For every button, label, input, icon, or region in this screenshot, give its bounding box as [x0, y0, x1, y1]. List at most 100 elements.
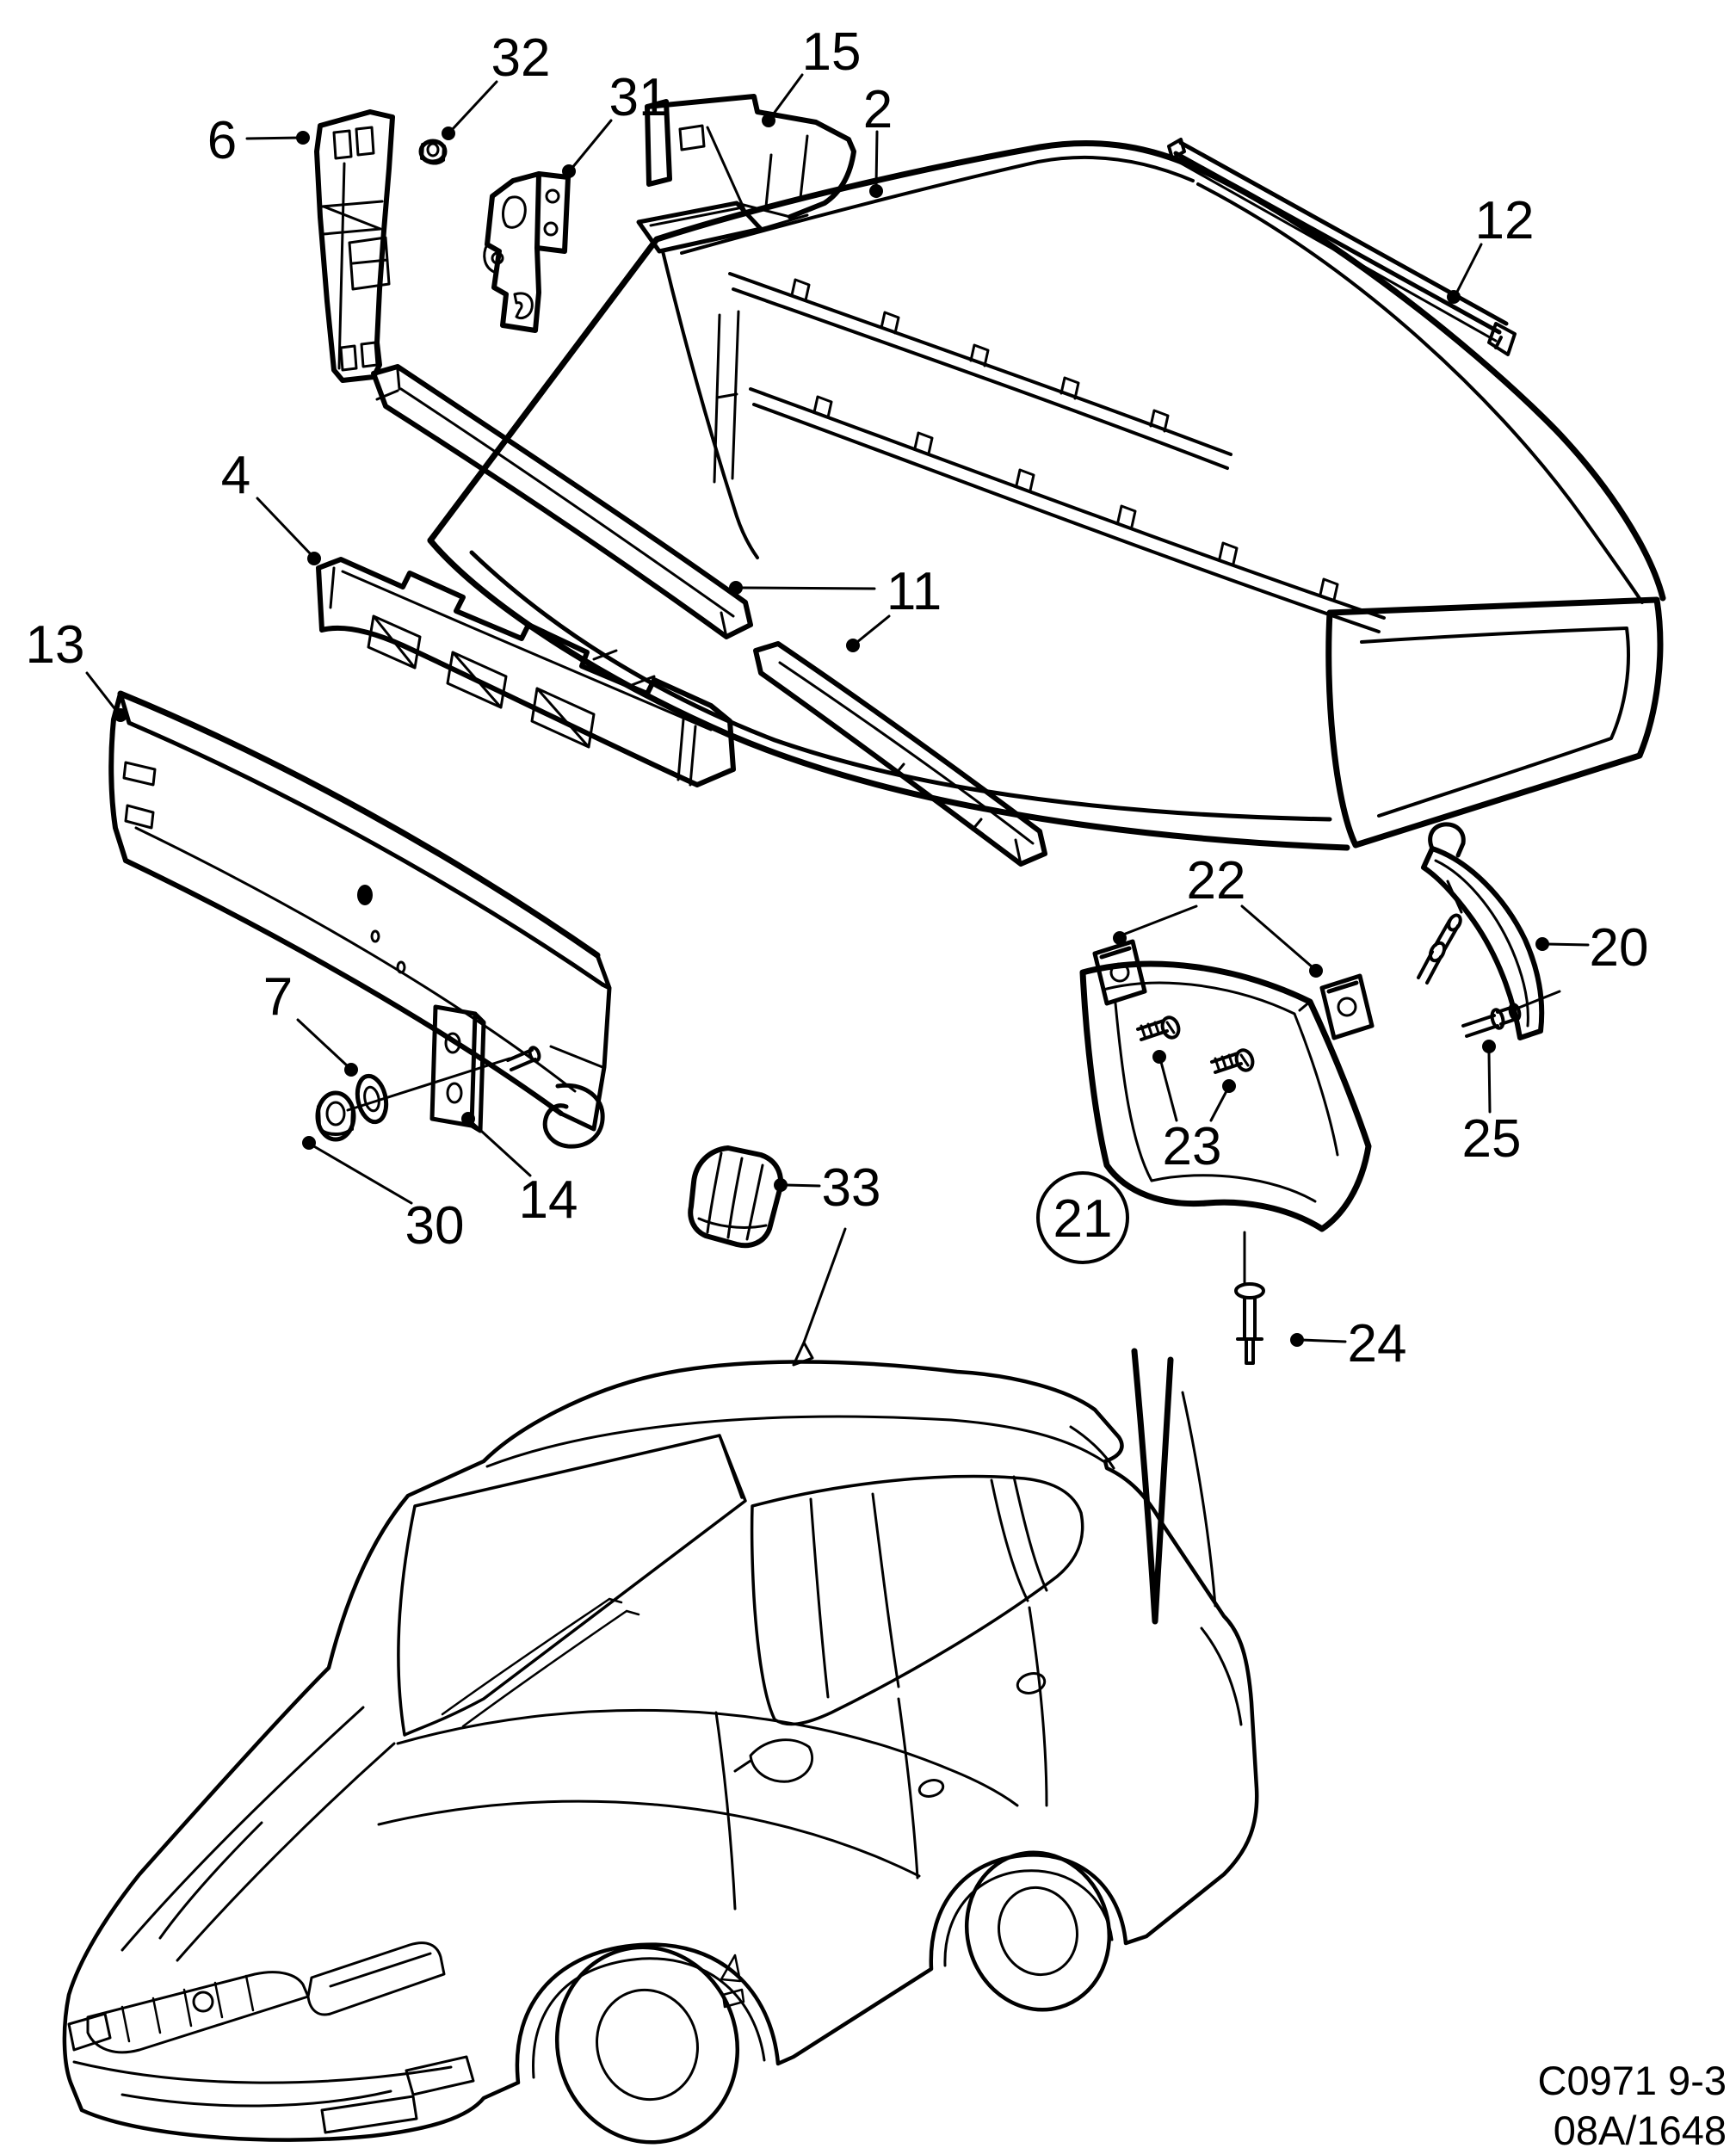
leader-line	[784, 1183, 821, 1188]
callout-11: 11	[729, 562, 942, 652]
leader-line	[769, 73, 804, 119]
leader-line	[256, 497, 312, 556]
leader-dot	[729, 581, 743, 595]
leader-line	[1487, 1052, 1492, 1114]
leader-dot	[296, 131, 310, 145]
callout-2: 2	[863, 80, 893, 198]
leader-line	[449, 80, 498, 133]
part-number-label: 15	[802, 22, 862, 82]
leader-line	[1159, 1060, 1178, 1122]
callout-12: 12	[1447, 191, 1534, 304]
leader-line	[85, 671, 119, 713]
leader-dot	[562, 164, 576, 178]
leader-dot	[344, 1063, 358, 1077]
leader-line	[874, 130, 879, 188]
leader-line	[1121, 904, 1198, 936]
callout-23: 23	[1152, 1050, 1236, 1176]
part-4-energy-absorber	[316, 557, 736, 787]
leader-dot	[762, 114, 775, 127]
leader-dot	[1290, 1333, 1304, 1347]
leader-dot	[1113, 931, 1127, 945]
part-number-label: 4	[221, 446, 250, 505]
part-number-label: 11	[887, 562, 942, 621]
part-number-label: 32	[491, 28, 551, 88]
car-illustration	[62, 1227, 1259, 2145]
callout-32: 32	[442, 28, 550, 140]
leader-line	[856, 614, 891, 644]
callout-13: 13	[26, 615, 127, 722]
leader-dot	[869, 184, 883, 198]
leader-dot	[114, 708, 127, 722]
part-number-label: 22	[1187, 851, 1246, 910]
part-31-corner-bracket	[483, 171, 571, 333]
leader-line	[570, 119, 613, 170]
part-23-screws	[1136, 1015, 1255, 1074]
leader-dot	[846, 639, 860, 652]
part-20-arch-guard	[1421, 822, 1545, 1040]
part-number-label: 14	[519, 1170, 578, 1230]
leader-dot	[302, 1136, 316, 1150]
part-21-corner-moulding	[1079, 960, 1372, 1232]
part-number-label: 33	[822, 1158, 881, 1218]
part-number-label: 24	[1348, 1314, 1407, 1373]
leader-dot	[1152, 1050, 1166, 1064]
part-2-bumper-cover	[427, 140, 1666, 851]
leader-dot	[1447, 290, 1461, 304]
part-number-label: 13	[26, 615, 85, 675]
part-15-holder-bracket	[636, 94, 856, 254]
part-number-label: 6	[207, 111, 237, 170]
callout-22: 22	[1113, 851, 1323, 978]
part-13-reinforcement-beam	[108, 690, 612, 1149]
leader-dot	[1222, 1079, 1236, 1093]
callout-20: 20	[1535, 918, 1648, 978]
part-number-label: 7	[263, 967, 293, 1027]
part-number-label: 30	[405, 1196, 465, 1256]
part-33-guide	[688, 1145, 783, 1249]
leader-line	[1209, 1088, 1229, 1122]
part-number-label: 20	[1590, 918, 1649, 978]
callout-15: 15	[762, 22, 861, 127]
part-32-nut	[418, 139, 448, 165]
callout-30: 30	[302, 1136, 464, 1256]
part-22-clip-right	[1319, 973, 1375, 1040]
part-number-label: 2	[863, 80, 893, 139]
part-12-trim-strip	[1167, 138, 1517, 356]
leader-dot	[1482, 1040, 1496, 1053]
leader-dot	[774, 1178, 788, 1192]
part-number-label: 23	[1163, 1117, 1222, 1176]
leader-dot	[461, 1112, 475, 1126]
part-6-side-bracket	[314, 109, 395, 383]
callout-7: 7	[263, 967, 358, 1077]
leader-dot	[1309, 964, 1323, 978]
callout-14: 14	[461, 1112, 578, 1230]
leader-line	[311, 1144, 413, 1205]
callout-31: 31	[562, 68, 668, 178]
part-14-mounting-plate	[346, 1004, 541, 1133]
part-number-label: 31	[609, 68, 669, 127]
callout-4: 4	[221, 446, 321, 565]
callout-25: 25	[1462, 1040, 1522, 1169]
callout-6: 6	[207, 111, 310, 170]
sheet-number: 08A/1648	[1554, 2108, 1727, 2148]
part-24-rivet	[1234, 1231, 1265, 1365]
figure-code: C0971 9-3	[1538, 2058, 1727, 2103]
part-25-pins	[1417, 880, 1561, 1038]
leader-line	[1545, 942, 1590, 947]
leader-line	[296, 1018, 349, 1068]
part-number-label: 21	[1053, 1189, 1113, 1249]
callout-33: 33	[774, 1158, 880, 1218]
leader-dot	[1535, 937, 1549, 951]
leader-line	[1300, 1338, 1347, 1343]
leader-line	[245, 136, 303, 140]
part-7-washer	[355, 1073, 389, 1125]
callout-24: 24	[1290, 1314, 1406, 1373]
leader-line	[1455, 243, 1483, 295]
leader-dot	[307, 552, 321, 565]
leader-line	[470, 1120, 532, 1177]
leader-dot	[442, 127, 455, 140]
callout-21: 21	[1036, 1171, 1129, 1264]
part-number-label: 25	[1462, 1109, 1522, 1169]
part-22-clip-left	[1092, 939, 1147, 1006]
